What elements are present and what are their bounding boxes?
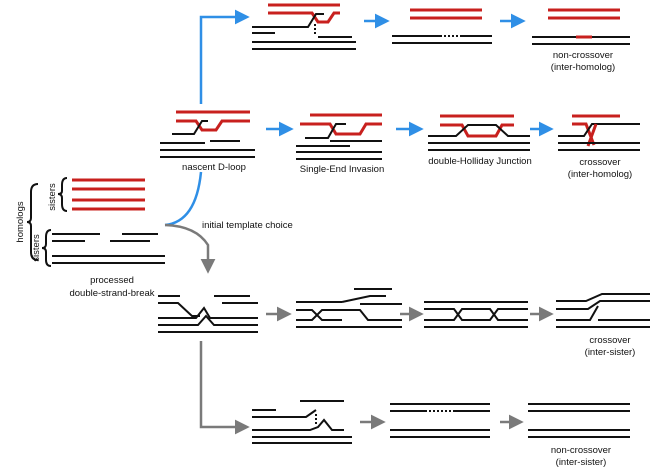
is-nco-product-stage: non-crossover (inter-sister) [528, 403, 630, 468]
sisters-label-top: sisters [47, 183, 58, 211]
double-holliday-junction-stage: double-Holliday Junction [428, 114, 532, 167]
processed-dsb-label-line2: double-strand-break [69, 288, 154, 299]
homologs-label: homologs [15, 201, 26, 242]
template-choice-arrows: initial template choice [164, 9, 293, 435]
dhj-label: double-Holliday Junction [428, 156, 532, 167]
is-d-loop-stage [158, 295, 258, 333]
is-dhj-stage [424, 301, 528, 328]
initial-template-choice-label: initial template choice [202, 220, 293, 231]
nco-homolog-product-stage: non-crossover (inter-homolog) [532, 8, 630, 73]
is-nco-annealed-stage [390, 403, 490, 438]
single-end-invasion-stage: Single-End Invasion [296, 113, 385, 175]
nco-homolog-d-loop-stage [252, 3, 356, 50]
co-sister-label-line1: crossover [589, 335, 630, 346]
starting-chromosomes: sisters sisters homologs processed doubl… [15, 177, 165, 299]
co-homolog-label-line1: crossover [579, 157, 620, 168]
is-nco-d-loop-stage [252, 400, 352, 444]
nco-sister-label-line2: (inter-sister) [556, 457, 607, 468]
nco-homolog-label-line1: non-crossover [553, 50, 613, 61]
co-homolog-stage: crossover (inter-homolog) [558, 114, 640, 180]
nascent-d-loop-label: nascent D-loop [182, 162, 246, 173]
nco-sister-label-line1: non-crossover [551, 445, 611, 456]
nascent-d-loop-stage: nascent D-loop [160, 110, 255, 173]
is-sei-stage [296, 288, 402, 328]
nco-homolog-label-line2: (inter-homolog) [551, 62, 615, 73]
single-end-invasion-label: Single-End Invasion [300, 164, 385, 175]
sisters-label-bottom: sisters [31, 234, 42, 262]
co-homolog-label-line2: (inter-homolog) [568, 169, 632, 180]
nco-homolog-annealed-stage [392, 8, 492, 44]
is-co-stage: crossover (inter-sister) [556, 293, 650, 358]
co-sister-label-line2: (inter-sister) [585, 347, 636, 358]
processed-dsb-label-line1: processed [90, 275, 134, 286]
